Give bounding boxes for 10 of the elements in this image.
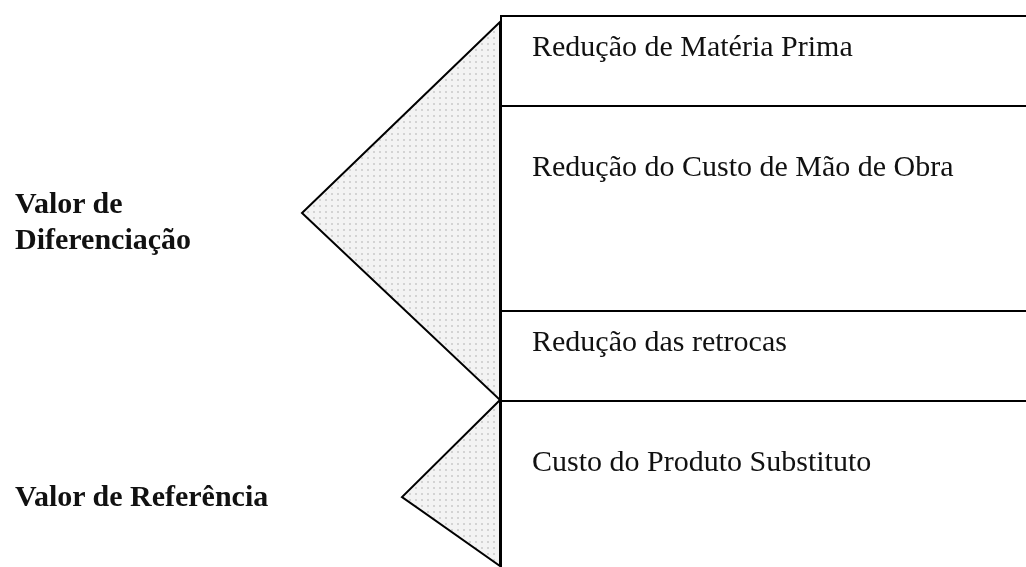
item-box [500,15,1026,105]
item-box [500,105,1026,310]
item-text: Redução de Matéria Prima [531,28,854,64]
item-text: Custo do Produto Substituto [531,443,873,479]
item-box [500,310,1026,400]
group-label: Valor de Referência [15,478,355,514]
group-label: Valor de Diferenciação [15,185,245,257]
item-text: Redução das retrocas [531,323,788,359]
item-text: Redução do Custo de Mão de Obra [531,148,955,184]
item-box [500,400,1026,567]
